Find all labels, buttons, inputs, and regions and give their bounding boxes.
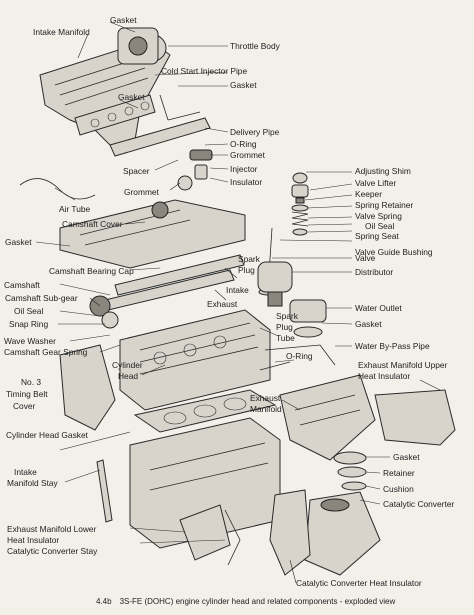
label-exh-upper-heat-1: Exhaust Manifold Upper [358,360,448,370]
cylinder-head-part [119,309,271,411]
label-water-outlet: Water Outlet [355,303,402,313]
label-exh-upper-heat-2: Heat Insulator [358,371,411,381]
cat-conv-insulator-part [269,489,311,576]
exhaust-rings-part [333,451,367,491]
caption-number: 4.4b [96,597,112,606]
figure-caption: 4.4b 3S-FE (DOHC) engine cylinder head an… [96,597,403,606]
exh-upper-insulator-part [374,389,456,446]
label-oil-seal-right: Oil Seal [365,221,395,231]
label-delivery-pipe: Delivery Pipe [230,127,280,137]
label-grommet-right: Grommet [230,150,265,160]
label-cylinder-head-2: Head [118,371,139,381]
label-timing-belt-cover-2: Timing Belt [6,389,48,399]
label-camshaft-sub-gear: Camshaft Sub-gear [5,293,78,303]
label-gasket-top: Gasket [110,15,137,25]
label-retainer: Retainer [383,468,415,478]
label-gasket-mid: Gasket [118,92,145,102]
label-cylinder-head-gasket: Cylinder Head Gasket [6,430,88,440]
label-valve-spring: Valve Spring [355,211,402,221]
label-insulator: Insulator [230,177,263,187]
cat-conv-stay-part [224,509,241,566]
label-oil-seal: Oil Seal [14,306,44,316]
camshaft-cover-part [59,175,246,269]
label-cat-conv-stay: Catalytic Converter Stay [7,546,98,556]
label-intake-manifold-stay-1: Intake [14,467,37,477]
label-spark-plug-2: Plug [238,265,255,275]
label-intake-manifold: Intake Manifold [33,27,90,37]
intake-gasket-part [74,94,156,136]
label-throttle-body: Throttle Body [230,41,280,51]
label-spark-plug-1: Spark [238,254,260,264]
label-exhaust-manifold-2: Manifold [250,404,282,414]
label-timing-belt-cover-3: Cover [13,401,36,411]
label-valve: Valve [355,253,376,263]
timing-belt-cover-part [59,344,116,431]
label-timing-belt-cover-1: No. 3 [21,377,42,387]
air-tube-part [19,178,96,200]
label-injector: Injector [230,164,258,174]
label-catalytic-converter: Catalytic Converter [383,499,455,509]
label-o-ring-lower: O-Ring [286,351,313,361]
label-cushion: Cushion [383,484,414,494]
label-valve-guide-bushing: Valve Guide Bushing [355,247,433,257]
label-spring-retainer: Spring Retainer [355,200,414,210]
catalytic-converter-part [304,491,381,576]
label-spacer: Spacer [123,166,150,176]
label-grommet: Grommet [124,187,159,197]
label-cat-conv-heat-insulator: Catalytic Converter Heat Insulator [296,578,422,588]
label-exh-lower-heat-1: Exhaust Manifold Lower [7,524,97,534]
label-air-tube: Air Tube [59,204,91,214]
caption-text: 3S-FE (DOHC) engine cylinder head and re… [119,597,396,606]
label-camshaft-gear-spring: Camshaft Gear Spring [4,347,88,357]
distributor-part [257,261,293,307]
exh-lower-insulator-part [179,504,231,561]
intake-manifold-stay-part [96,459,113,523]
label-gasket-right: Gasket [230,80,257,90]
label-exh-lower-heat-2: Heat Insulator [7,535,60,545]
cylinder-head-gasket-part [133,389,277,433]
label-distributor: Distributor [355,267,394,277]
water-bypass-pipe-part [259,344,336,371]
label-intake-manifold-stay-2: Manifold Stay [7,478,58,488]
label-o-ring: O-Ring [230,139,257,149]
label-spark-plug-tube-2: Plug [276,322,293,332]
label-valve-lifter: Valve Lifter [355,178,397,188]
label-camshaft-cover: Camshaft Cover [62,219,123,229]
label-gasket-water: Gasket [355,319,382,329]
label-snap-ring: Snap Ring [9,319,49,329]
label-spark-plug-tube-3: Tube [276,333,295,343]
label-exhaust: Exhaust [207,299,238,309]
label-keeper: Keeper [355,189,383,199]
label-cylinder-head-1: Cylinder [112,360,143,370]
label-cold-start-injector-pipe: Cold Start Injector Pipe [161,66,248,76]
exhaust-manifold-part [279,374,376,461]
leader-lines [35,21,441,584]
water-outlet-part [289,299,327,338]
label-gasket-cover: Gasket [5,237,32,247]
label-gasket-exh: Gasket [393,452,420,462]
label-spring-seat: Spring Seat [355,231,399,241]
label-intake: Intake [226,285,249,295]
label-camshaft-bearing-cap: Camshaft Bearing Cap [49,266,134,276]
label-adjusting-shim: Adjusting Shim [355,166,411,176]
label-exhaust-manifold-1: Exhaust [250,393,281,403]
label-camshaft: Camshaft [4,280,40,290]
label-spark-plug-tube-1: Spark [276,311,298,321]
label-water-bypass-pipe: Water By-Pass Pipe [355,341,430,351]
throttle-body-part [117,27,159,65]
label-wave-washer: Wave Washer [4,336,56,346]
